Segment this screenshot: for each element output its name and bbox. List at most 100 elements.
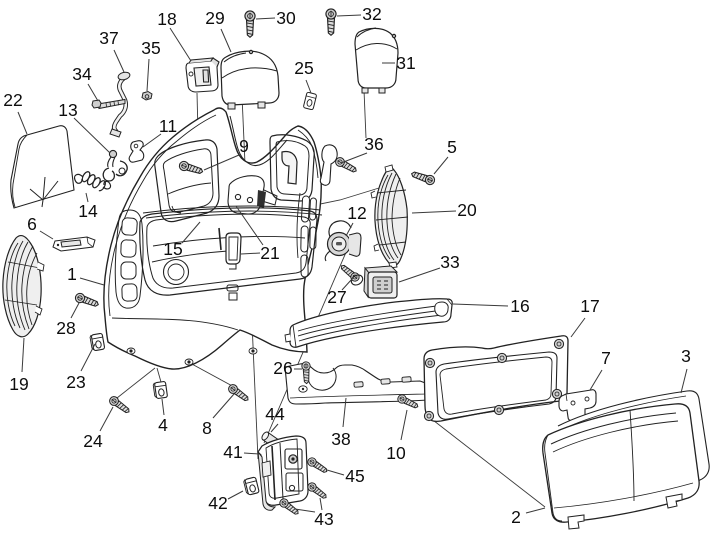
callout-10-leader: [400, 409, 408, 441]
callout-17-leader: [570, 317, 586, 338]
part-12-lock: [324, 220, 362, 262]
body-left-vent: [114, 209, 144, 309]
callout-24-leader: [99, 406, 114, 432]
callout-12-label: 12: [347, 203, 366, 223]
callout-45-label: 45: [345, 466, 364, 486]
part-4-clip: [152, 380, 169, 400]
part-36-screw: [333, 155, 359, 176]
part-41-panel: [257, 435, 309, 511]
callout-12-leader: [345, 222, 354, 237]
callout-15-leader: [181, 221, 201, 244]
callout-18-label: 18: [157, 9, 176, 29]
callout-26-label: 26: [273, 358, 292, 378]
callout-33-leader: [398, 267, 441, 283]
part-32-screw: [325, 8, 337, 36]
callout-44-label: 44: [265, 404, 285, 424]
callout-24-label: 24: [83, 431, 103, 451]
part-13-hooks: [102, 149, 128, 182]
part-17-frame: [423, 335, 590, 508]
part-19-grille: [2, 234, 45, 338]
part-28-screw: [73, 291, 101, 310]
part-33-box: [363, 265, 399, 299]
part-45-screw: [305, 455, 330, 476]
callout-43-label: 43: [314, 509, 333, 529]
part-35-nut: [141, 90, 153, 101]
callout-13-leader: [73, 117, 111, 154]
part-37-rod: [109, 71, 131, 138]
callout-25-label: 25: [294, 58, 313, 78]
callout-43-leader-2: [319, 497, 323, 511]
callout-2-label: 2: [511, 507, 521, 527]
body-apron: [111, 317, 308, 366]
callout-30-label: 30: [276, 8, 296, 28]
callout-2-leader: [525, 507, 546, 514]
callout-43-leader: [294, 508, 316, 513]
callout-16-leader: [452, 303, 509, 307]
callout-25-leader: [305, 79, 312, 94]
callout-31-label: 31: [396, 53, 415, 73]
callout-3-label: 3: [681, 346, 691, 366]
callout-8-leader: [212, 393, 235, 419]
body-left-pocket: [154, 139, 220, 223]
part-8-screw: [226, 382, 252, 404]
callout-29-label: 29: [205, 8, 224, 28]
callout-5-leader: [433, 156, 449, 175]
callout-37-label: 37: [99, 28, 118, 48]
callout-11-label: 11: [159, 116, 177, 136]
callout-28-label: 28: [56, 318, 75, 338]
callout-21-label: 21: [260, 243, 279, 263]
callout-35-leader: [146, 58, 150, 92]
body-right-hook: [319, 144, 338, 186]
callout-22-leader: [17, 111, 28, 135]
callout-27-leader: [341, 278, 353, 291]
callout-23-leader: [80, 343, 96, 372]
callout-15-label: 15: [163, 239, 182, 259]
part-34-bolt: [91, 98, 126, 110]
callout-42-label: 42: [208, 493, 227, 513]
part-16-strip: [284, 298, 453, 348]
callout-36-leader: [340, 152, 368, 164]
callout-20-label: 20: [457, 200, 477, 220]
part-23-clip: [89, 332, 106, 352]
callout-44-leader: [270, 423, 279, 433]
body-center-plate: [227, 175, 278, 215]
callout-9-leader: [203, 154, 240, 171]
callout-23-label: 23: [66, 372, 85, 392]
callout-32-label: 32: [362, 4, 381, 24]
callout-16-label: 16: [510, 296, 529, 316]
callout-42-leader: [227, 490, 244, 500]
part-30-screw: [244, 10, 256, 38]
callout-33-label: 33: [440, 252, 459, 272]
part-31-cover: [354, 27, 399, 94]
callout-30-leader: [255, 17, 276, 20]
callout-4-leader: [161, 398, 165, 416]
part-27-screw-washer: [338, 262, 364, 286]
callout-14-leader: [85, 192, 89, 203]
part-38-tray: [284, 363, 429, 405]
callout-10-label: 10: [386, 443, 406, 463]
callout-34-leader: [87, 83, 99, 102]
callout-29-leader: [220, 28, 232, 53]
callout-21-leader-2: [235, 205, 264, 246]
callout-1-label: 1: [67, 264, 77, 284]
callout-37-leader: [113, 49, 125, 73]
callout-13-label: 13: [58, 100, 77, 120]
callout-38-leader: [342, 397, 347, 428]
part-25-clip: [303, 91, 317, 111]
part-20-grille: [370, 164, 409, 269]
part-2-door: [542, 403, 700, 530]
part-14-spring: [73, 171, 112, 192]
callout-27-label: 27: [327, 287, 346, 307]
callout-3-leader: [680, 368, 688, 394]
callout-6-label: 6: [27, 214, 37, 234]
callout-41-label: 41: [223, 442, 242, 462]
callout-18-leader: [169, 27, 192, 62]
callout-38-label: 38: [331, 429, 350, 449]
callout-19-label: 19: [9, 374, 28, 394]
callout-7-leader: [589, 369, 603, 391]
part-24-screw: [107, 394, 133, 416]
callout-5-label: 5: [447, 137, 457, 157]
